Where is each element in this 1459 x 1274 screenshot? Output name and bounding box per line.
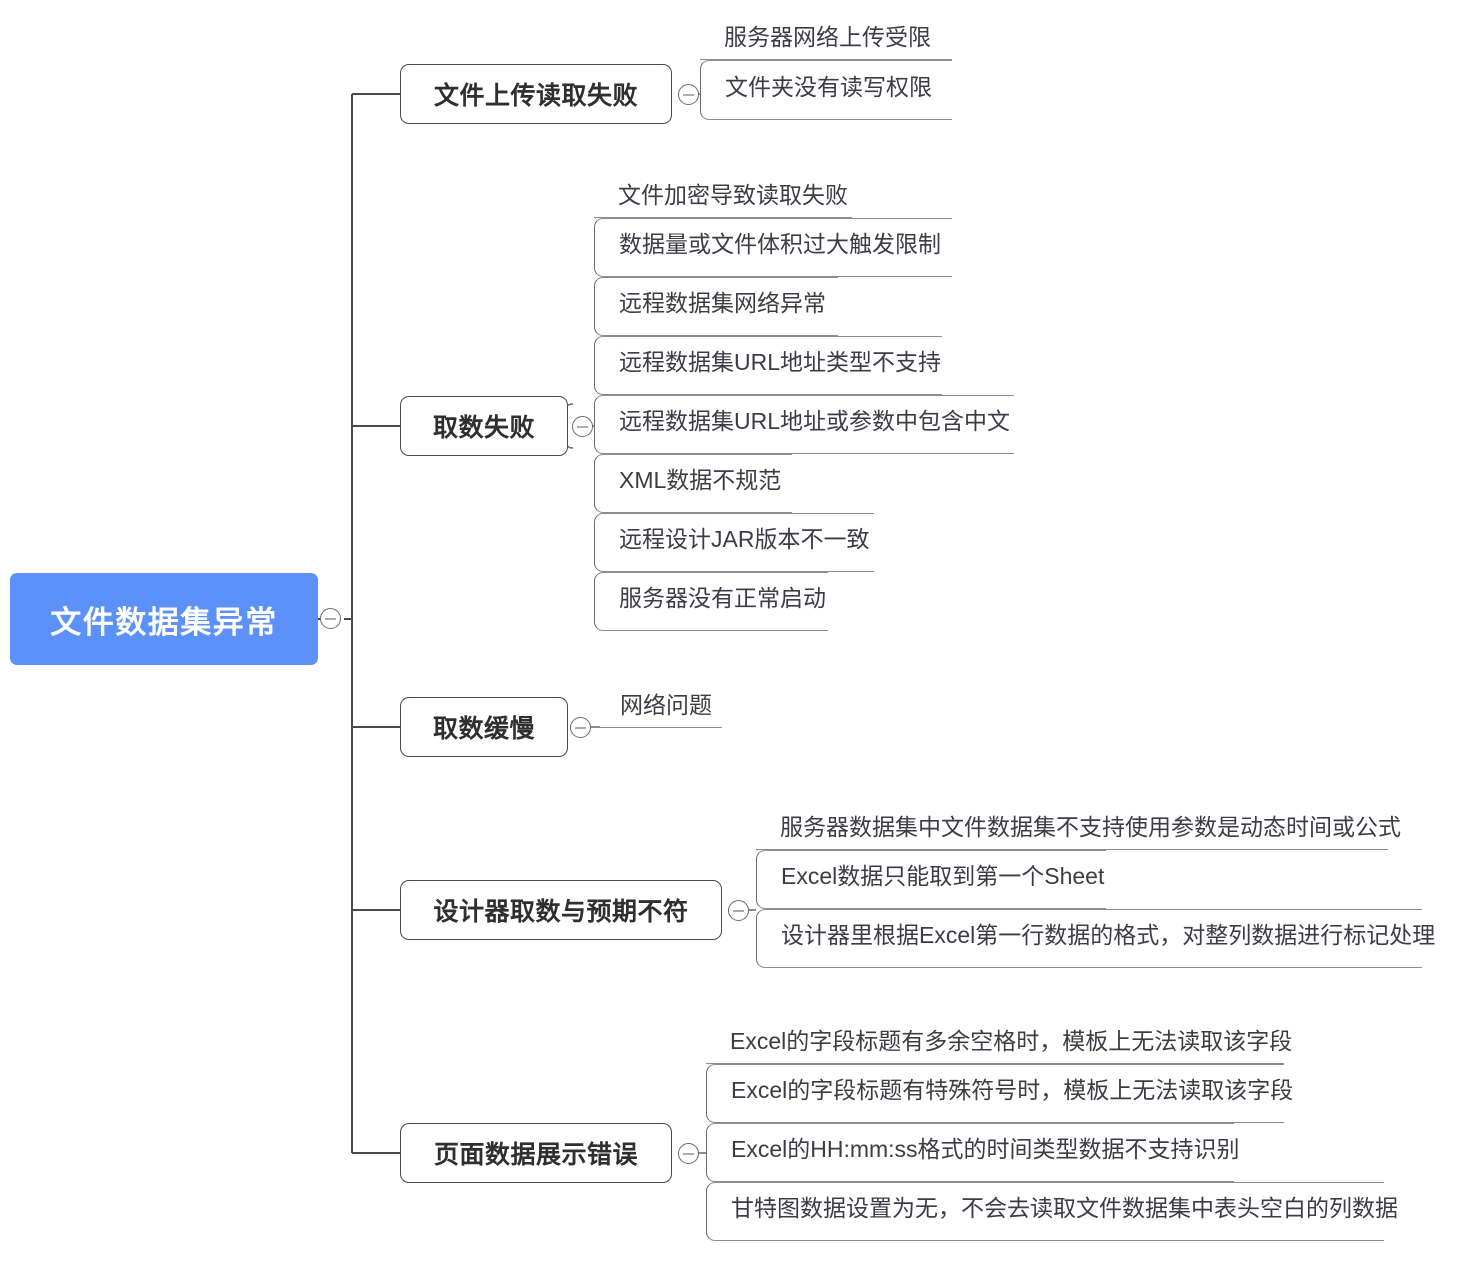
leaf-item-label: 数据量或文件体积过大触发限制 xyxy=(619,231,941,257)
branch-2-collapse-toggle[interactable] xyxy=(572,416,593,437)
leaf-item[interactable]: 远程设计JAR版本不一致 xyxy=(594,513,874,572)
leaf-item[interactable]: 网络问题 xyxy=(600,690,722,728)
branch-4-collapse-toggle[interactable] xyxy=(728,900,749,921)
leaf-item-label: 服务器没有正常启动 xyxy=(619,585,826,611)
leaf-item[interactable]: 服务器没有正常启动 xyxy=(594,572,828,631)
root-collapse-toggle[interactable] xyxy=(320,608,341,629)
leaf-item-label: 设计器里根据Excel第一行数据的格式，对整列数据进行标记处理 xyxy=(781,922,1436,948)
branch-node-3[interactable]: 取数缓慢 xyxy=(400,697,568,757)
leaf-item-label: XML数据不规范 xyxy=(619,467,782,493)
leaf-item-label: Excel的字段标题有特殊符号时，模板上无法读取该字段 xyxy=(731,1077,1294,1103)
branch-1-collapse-toggle[interactable] xyxy=(678,84,699,105)
branch-node-3-label: 取数缓慢 xyxy=(432,715,535,743)
branch-node-4-label: 设计器取数与预期不符 xyxy=(433,898,689,926)
root-node-label: 文件数据集异常 xyxy=(50,604,278,640)
leaf-item[interactable]: 文件加密导致读取失败 xyxy=(594,180,852,218)
leaf-item-label: Excel的字段标题有多余空格时，模板上无法读取该字段 xyxy=(730,1028,1293,1054)
root-node[interactable]: 文件数据集异常 xyxy=(10,573,318,665)
branch-node-2[interactable]: 取数失败 xyxy=(400,396,568,456)
leaf-item[interactable]: Excel的字段标题有多余空格时，模板上无法读取该字段 xyxy=(706,1026,1292,1064)
branch-node-5[interactable]: 页面数据展示错误 xyxy=(400,1123,672,1183)
leaf-item-label: 远程数据集URL地址类型不支持 xyxy=(619,349,942,375)
leaf-item[interactable]: XML数据不规范 xyxy=(594,454,792,513)
leaf-item-label: 甘特图数据设置为无，不会去读取文件数据集中表头空白的列数据 xyxy=(731,1195,1398,1221)
leaf-item-label: 文件夹没有读写权限 xyxy=(725,73,932,100)
branch-node-1-label: 文件上传读取失败 xyxy=(433,82,638,110)
leaf-item[interactable]: Excel的HH:mm:ss格式的时间类型数据不支持识别 xyxy=(706,1123,1240,1182)
leaf-item-label: 网络问题 xyxy=(620,692,712,718)
branch-3-collapse-toggle[interactable] xyxy=(570,717,591,738)
branch-node-5-label: 页面数据展示错误 xyxy=(433,1141,638,1169)
leaf-item[interactable]: 设计器里根据Excel第一行数据的格式，对整列数据进行标记处理 xyxy=(756,909,1435,968)
leaf-item[interactable]: 数据量或文件体积过大触发限制 xyxy=(594,218,952,277)
branch-node-1[interactable]: 文件上传读取失败 xyxy=(400,64,672,124)
leaf-item[interactable]: 甘特图数据设置为无，不会去读取文件数据集中表头空白的列数据 xyxy=(706,1182,1398,1241)
leaf-item[interactable]: 文件夹没有读写权限 xyxy=(700,60,952,120)
leaf-item[interactable]: 远程数据集网络异常 xyxy=(594,277,838,336)
branch-node-2-label: 取数失败 xyxy=(432,414,535,442)
leaf-item-label: Excel的HH:mm:ss格式的时间类型数据不支持识别 xyxy=(731,1136,1240,1162)
leaf-item[interactable]: Excel数据只能取到第一个Sheet xyxy=(756,850,1106,909)
leaf-item-label: 远程数据集URL地址或参数中包含中文 xyxy=(619,408,1011,434)
leaf-item-label: 服务器网络上传受限 xyxy=(724,24,931,50)
branch-node-4[interactable]: 设计器取数与预期不符 xyxy=(400,880,722,940)
leaf-item[interactable]: 服务器数据集中文件数据集不支持使用参数是动态时间或公式 xyxy=(756,812,1401,850)
leaf-item[interactable]: 服务器网络上传受限 xyxy=(700,22,952,60)
leaf-item-label: 远程设计JAR版本不一致 xyxy=(619,526,870,552)
branch-5-collapse-toggle[interactable] xyxy=(678,1143,699,1164)
leaf-item[interactable]: 远程数据集URL地址或参数中包含中文 xyxy=(594,395,1014,454)
leaf-item-label: 远程数据集网络异常 xyxy=(619,290,826,316)
leaf-item-label: Excel数据只能取到第一个Sheet xyxy=(781,863,1105,889)
leaf-item-label: 服务器数据集中文件数据集不支持使用参数是动态时间或公式 xyxy=(780,814,1401,840)
leaf-item-label: 文件加密导致读取失败 xyxy=(618,182,848,208)
leaf-item[interactable]: Excel的字段标题有特殊符号时，模板上无法读取该字段 xyxy=(706,1064,1293,1123)
leaf-item[interactable]: 远程数据集URL地址类型不支持 xyxy=(594,336,942,395)
